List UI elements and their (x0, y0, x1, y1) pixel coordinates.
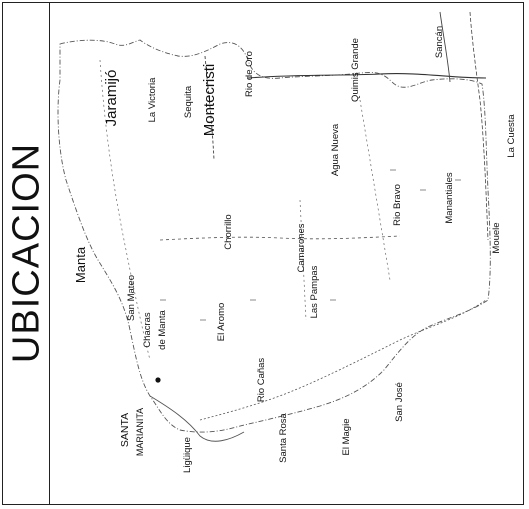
label-chorrillo: Chorrillo (223, 214, 234, 249)
label-mouele: Mouele (491, 222, 502, 253)
label-camarones: Camarones (296, 223, 307, 272)
road-camarones (299, 199, 307, 321)
coastline (57, 39, 491, 433)
label-ligique: Ligüique (182, 437, 193, 473)
label-san-mateo: San Mateo (126, 275, 137, 321)
label-montecristi: Montecristi (201, 64, 218, 137)
road-north-east (439, 11, 451, 83)
map-sheet: UBICACION (2, 2, 524, 505)
label-la-victoria: La Victoria (147, 77, 158, 122)
tick-marks (160, 169, 461, 321)
santa-marianita-marker (155, 377, 161, 383)
label-sancan: Sancán (434, 26, 445, 58)
road-montecristi (204, 55, 215, 161)
label-el-aromo: El Aromo (216, 303, 227, 342)
label-el-magie: El Magie (341, 419, 352, 456)
road-south (199, 299, 487, 421)
label-quimis-grande: Quimis Grande (350, 38, 361, 102)
road-north-east-2 (469, 11, 489, 241)
label-rio-canas: Rio Cañas (256, 358, 267, 403)
label-marianita: MARIANITA (135, 408, 145, 456)
label-chacras: Chacras (142, 312, 153, 348)
place-labels: Jaramijó La Victoria Sequita Montecristi… (73, 26, 517, 473)
label-agua-nueva: Agua Nueva (330, 123, 341, 176)
label-rio-de-oro: Rio de Oro (244, 51, 255, 97)
label-manta: Manta (73, 246, 88, 283)
label-rio-bravo: Rio Bravo (392, 184, 403, 226)
label-las-pampas: Las Pampas (309, 265, 320, 318)
label-santa: SANTA (119, 413, 131, 447)
label-san-jose: San José (394, 382, 405, 422)
road-central (159, 235, 401, 241)
road-east (359, 99, 391, 281)
label-de-manta: de Manta (157, 309, 168, 349)
coast-line-south (149, 395, 245, 442)
main-road-north (247, 73, 487, 79)
label-jaramijo: Jaramijó (103, 70, 120, 127)
title-band: UBICACION (3, 3, 50, 504)
label-manantiales: Manantiales (444, 172, 455, 223)
label-sequita: Sequita (183, 85, 194, 118)
road-west (99, 59, 151, 361)
label-la-cuesta: La Cuesta (506, 114, 517, 158)
label-santa-rosa: Santa Rosa (278, 412, 289, 462)
